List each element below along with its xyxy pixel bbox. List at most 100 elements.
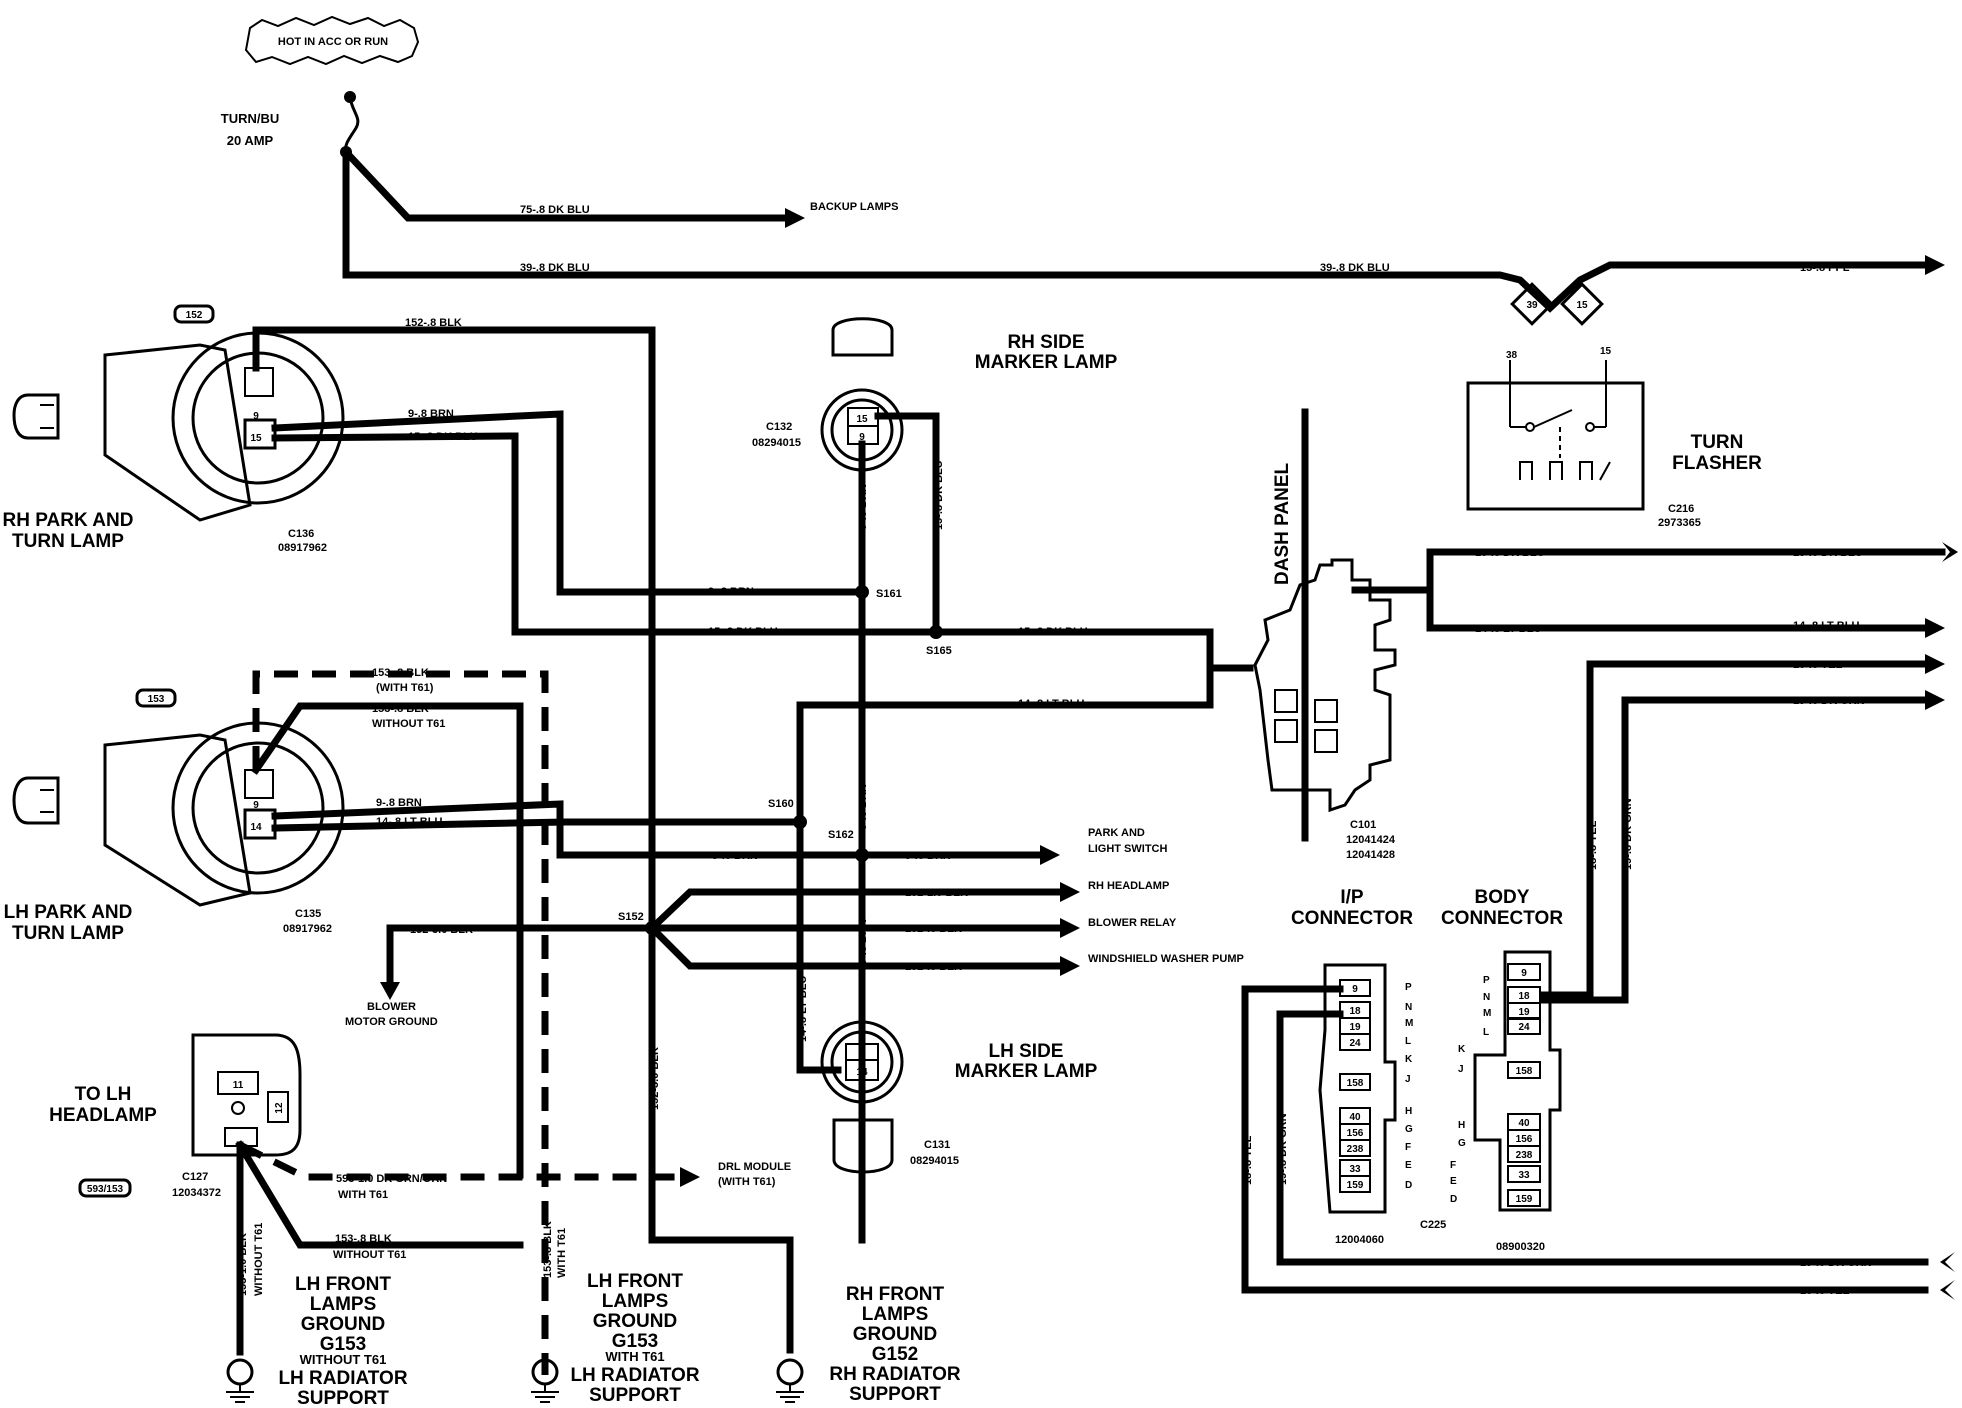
c101-part-1: 12041424 [1346,834,1396,846]
flasher-cavity-b: 15 [1576,300,1588,311]
lh-ground-no-t61-label-a: 153-.8 BLK [372,703,429,715]
g153-a-1: LH FRONT [295,1274,391,1295]
g153-a-3: GROUND [301,1314,385,1335]
splice-s152-label: S152 [618,911,644,923]
g153-a-5: WITHOUT T61 [300,1352,387,1367]
g153-b-1: LH FRONT [587,1271,683,1292]
g153-a-2: LAMPS [310,1294,377,1315]
flasher-conn: C216 [1668,503,1694,515]
flasher-out-arrow [1925,255,1945,275]
lh-headlamp-tag-box [78,1178,132,1198]
body-pin-label: 158 [1516,1066,1533,1077]
body-pin-label: 19 [1518,1007,1530,1018]
rh-marker-pin-a: 15 [856,414,868,425]
body-row-letter: D [1450,1194,1457,1205]
g153-a-6: LH RADIATOR [278,1368,407,1389]
body-pin-label: 238 [1516,1150,1533,1161]
rh-headlamp-wire-label: 152-1.0 BLK [905,887,968,899]
drl-module-2: (WITH T61) [718,1176,776,1188]
lh-headlamp-pin-a: 11 [233,1080,244,1091]
ip-pin-label: 40 [1349,1112,1361,1123]
ip-c225: C225 [1420,1219,1446,1231]
washer-arrow [1060,956,1080,976]
lh-marker-pin-a: 9 [859,1048,865,1059]
rh-park-ground-label: 152-.8 BLK [405,317,462,329]
right-yel-wire [1539,660,1929,999]
rh-park-dkblu-label: 15-.8 DK BLU [408,431,478,443]
ip-conn-2: CONNECTOR [1291,908,1413,929]
splice-s160-label: S160 [768,798,794,810]
ground-g153-b-text: LH FRONT LAMPS GROUND G153 WITH T61 LH R… [570,1271,699,1406]
ip-row-letter: K [1405,1054,1413,1065]
switch-arrow [1040,845,1060,865]
flasher-name-1: TURN [1691,432,1744,453]
drl-wire [238,1141,680,1181]
g152-3: GROUND [853,1324,937,1345]
body-row-letter: L [1483,1027,1489,1038]
ip-part: 12004060 [1335,1234,1384,1246]
body-part: 08900320 [1496,1241,1545,1253]
lh-marker-pin-b: 14 [856,1067,868,1078]
blower-relay-dest: BLOWER RELAY [1088,917,1177,929]
g152-5: RH RADIATOR [829,1364,961,1385]
rh-headlamp-wire [647,888,1064,933]
g152-6: SUPPORT [849,1384,941,1405]
lh-headlamp-vert-label-b: WITHOUT T61 [253,1223,265,1296]
right-ltblu-arrow [1925,618,1945,638]
rh-park-name-1: RH PARK AND [3,510,134,531]
c101-connector [1253,558,1397,813]
rh-park-pin-b: 15 [250,433,262,444]
feed-wire-39 [342,148,1929,313]
drl-module-1: DRL MODULE [718,1161,791,1173]
ground-g153-a-text: LH FRONT LAMPS GROUND G153 WITHOUT T61 L… [278,1274,407,1408]
lh-headlamp-conn: C127 [182,1171,208,1183]
splice-dkblu-label: 15-.8 DK BLU [708,626,778,638]
body-vert-dkgrn-label: 19-.8 DK GRN [1622,798,1634,870]
blower-relay-wire-label: 152-.8 BLK [905,923,962,935]
lh-headlamp-gnd-label-b: WITHOUT T61 [333,1249,406,1261]
ip-pin-label: 33 [1349,1164,1361,1175]
ip-pin-label: 24 [1349,1038,1361,1049]
body-row-letter: H [1458,1120,1465,1131]
bottom-yel-label: 18-.8 YEL [1800,1285,1850,1297]
body-row-letter: P [1483,975,1490,986]
rh-marker-name-2: MARKER LAMP [975,352,1118,373]
drl-arrow [680,1167,700,1187]
right-dkgrn-label: 19-.8 DK GRN [1793,695,1865,707]
flasher-part: 2973365 [1658,517,1701,529]
body-pin-label: 159 [1516,1194,1533,1205]
park-switch-1: PARK AND [1088,827,1145,839]
rh-park-brn-label: 9-.8 BRN [408,408,454,420]
body-pin-cell [1507,1017,1541,1035]
body-pin-label: 9 [1521,968,1527,979]
lh-headlamp-name-2: HEADLAMP [49,1105,157,1126]
ip-row-letter: J [1405,1074,1411,1085]
ip-pin-cell [1339,1033,1371,1051]
rh-marker-part: 08294015 [752,437,801,449]
body-row-letter: F [1450,1160,1456,1171]
to-dash-ltblu-label: 14-.8 LT BLU [1018,698,1084,710]
vert-blk-lh-label-a: 153-.8 BLK [542,1221,554,1278]
body-pin-label: 40 [1518,1118,1530,1129]
right-yel-label: 18-.8 YEL [1793,659,1843,671]
body-conn-2: CONNECTOR [1441,908,1563,929]
lh-marker-part: 08294015 [910,1155,959,1167]
lh-park-ltblu-wire [271,664,1214,832]
rh-headlamp-arrow [1060,882,1080,902]
body-row-letter: J [1458,1064,1464,1075]
rh-marker-dkblu-wire [874,412,1254,672]
rh-marker-conn: C132 [766,421,792,433]
ip-yel-wire [1241,985,1929,1294]
splice-s161-label: S161 [876,588,902,600]
blower-ground-wire [386,924,656,986]
right-dkblu-in-label: 15-.8 DK BLU [1475,547,1545,559]
ip-pin-label: 18 [1349,1006,1361,1017]
right-dkgrn-wire [1539,696,1929,1004]
vert-brn-upper-label: 9-.8 BRN [857,784,869,830]
body-pin-label: 18 [1518,991,1530,1002]
g153-a-7: SUPPORT [297,1388,389,1408]
lh-ground-t61-label-a: 153-.8 BLK [372,667,429,679]
lh-ground-no-t61-wire [251,702,524,1179]
g153-b-4: G153 [612,1331,658,1352]
